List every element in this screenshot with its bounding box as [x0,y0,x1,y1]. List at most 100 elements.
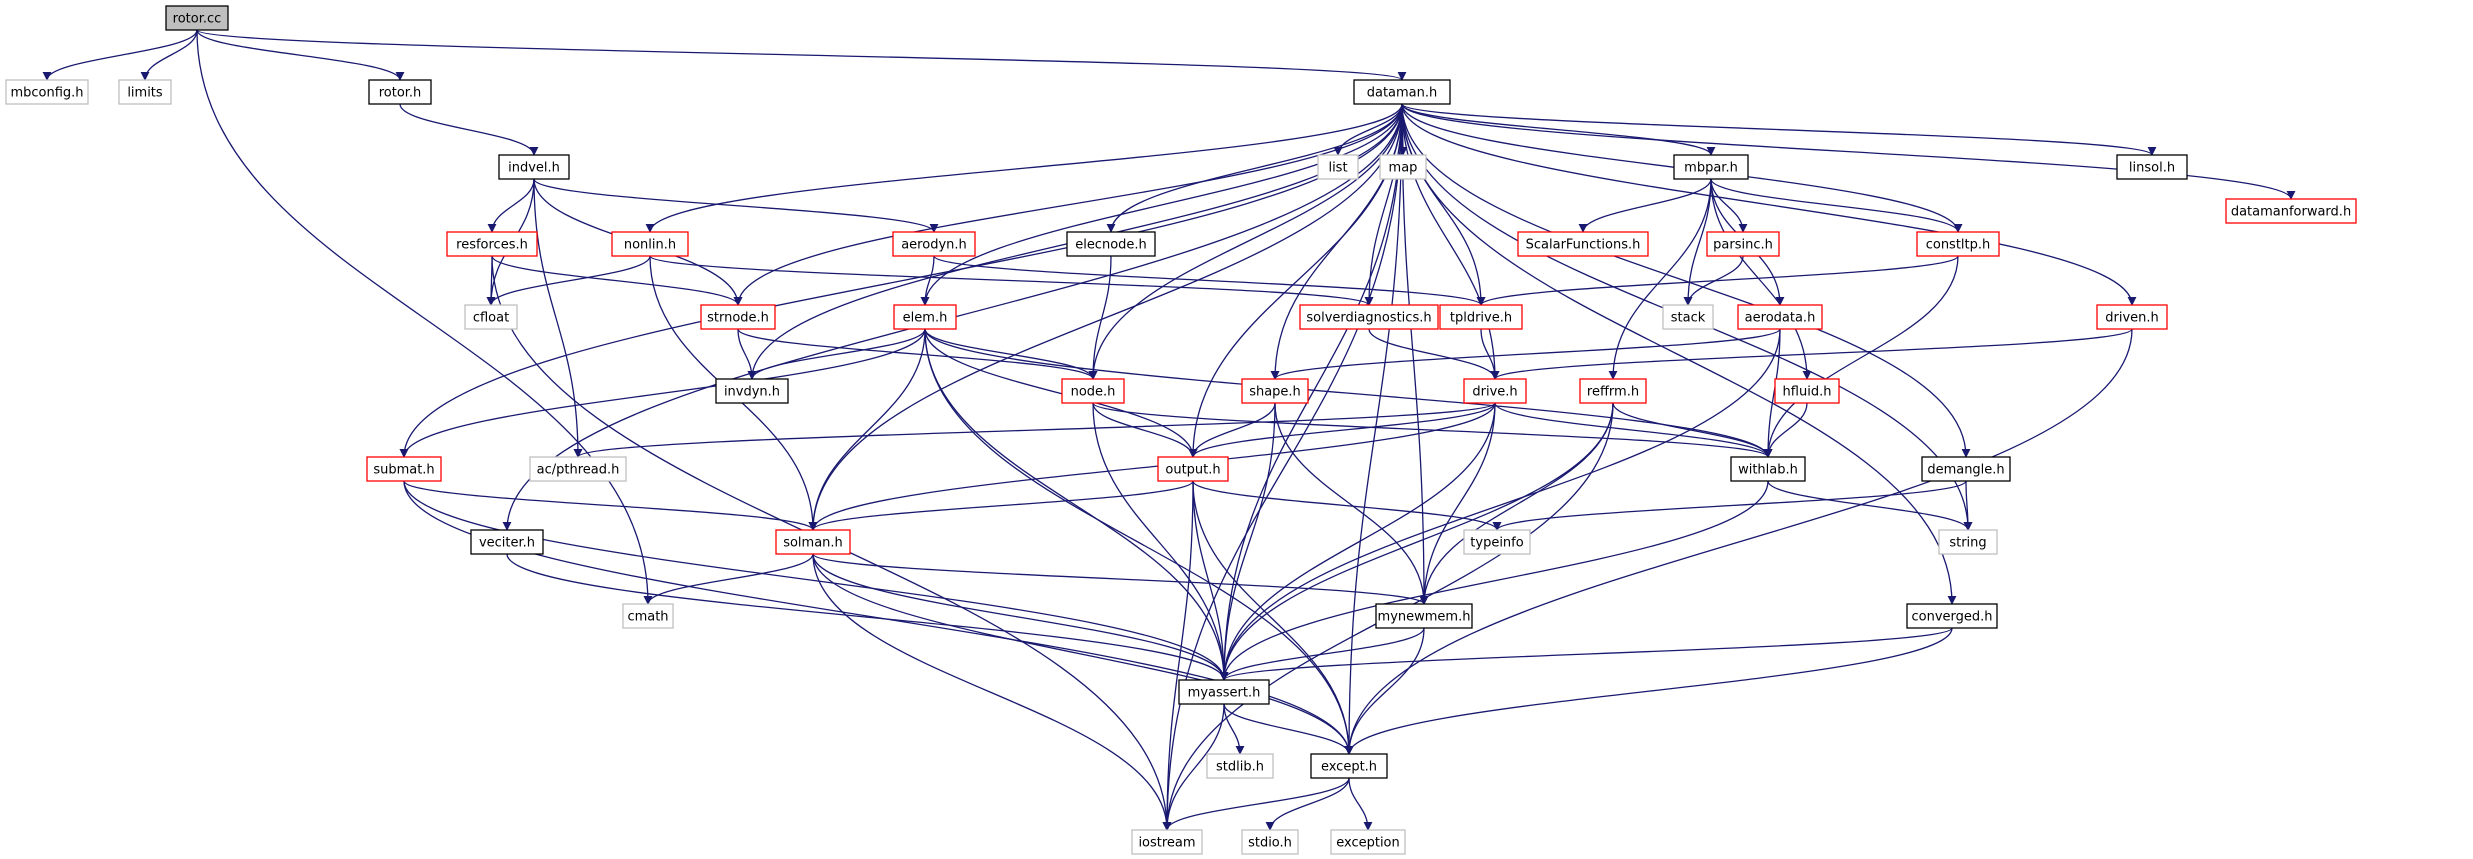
graph-node-mbpar-h[interactable]: mbpar.h [1673,154,1749,180]
edge-path [1401,103,1971,458]
graph-node-linsol-h[interactable]: linsol.h [2116,154,2188,180]
edge-path [924,328,1198,458]
graph-node-indvel-h[interactable]: indvel.h [498,154,570,180]
dependency-edge [403,480,1229,681]
edge-path [491,255,743,306]
dependency-edge [1223,703,1354,755]
dependency-edge [1401,103,2137,306]
node-box [368,79,432,105]
graph-node-scalarfunctions-h[interactable]: ScalarFunctions.h [1517,231,1649,257]
graph-node-strnode-h[interactable]: strnode.h [700,304,776,330]
graph-node-mynewmem-h[interactable]: mynewmem.h [1375,603,1473,629]
graph-node-driven-h[interactable]: driven.h [2096,304,2168,330]
graph-node-limits: limits [118,79,172,105]
graph-node-resforces-h[interactable]: resforces.h [446,231,538,257]
dependency-edge [812,553,1172,831]
graph-node-submat-h[interactable]: submat.h [366,456,442,482]
graph-node-nonlin-h[interactable]: nonlin.h [611,231,689,257]
graph-node-aerodata-h[interactable]: aerodata.h [1737,304,1823,330]
node-box [5,79,89,105]
edge-path [1368,328,1500,380]
node-label: mbconfig.h [10,86,83,101]
node-label: strnode.h [707,311,769,326]
edge-path [533,178,583,458]
graph-node-veciter-h[interactable]: veciter.h [470,529,544,555]
dependency-edge [1401,103,1716,156]
graph-node-dataman-h[interactable]: dataman.h [1353,79,1451,105]
edge-path [1274,402,1429,605]
graph-node-shape-h[interactable]: shape.h [1241,378,1309,404]
edge-path [812,553,1229,681]
node-label: resforces.h [456,238,528,253]
graph-node-rotor-h[interactable]: rotor.h [368,79,432,105]
graph-node-hfluid-h[interactable]: hfluid.h [1774,378,1840,404]
graph-node-drive-h[interactable]: drive.h [1463,378,1527,404]
graph-node-reffrm-h[interactable]: reffrm.h [1579,378,1647,404]
graph-node-except-h[interactable]: except.h [1310,753,1388,779]
node-label: ac/pthread.h [537,463,620,478]
dependency-edge [1219,480,1769,681]
edge-path [924,328,1098,380]
edge-path [747,328,926,380]
edge-path [196,29,405,81]
node-box [1774,378,1840,404]
dependency-edge [1344,627,1953,755]
edge-path [1092,402,1773,458]
edge-path [1344,627,1425,755]
edge-path [140,29,198,81]
node-box [2225,198,2357,224]
edge-path [1494,402,1773,458]
edge-path [1401,103,1716,156]
edge-path [737,328,1098,380]
dependency-edge [1219,402,1614,681]
edge-path [1270,328,1781,380]
graph-node-constltp-h[interactable]: constltp.h [1916,231,2000,257]
graph-node-rotor-cc[interactable]: rotor.cc [165,5,229,31]
graph-node-tpldrive-h[interactable]: tpldrive.h [1439,304,1523,330]
edge-path [196,29,653,605]
graph-node-demangle-h[interactable]: demangle.h [1921,456,2011,482]
dependency-edge [1419,402,1496,605]
edge-path [1763,255,1959,458]
node-label: linsol.h [2129,161,2175,176]
graph-node-converged-h[interactable]: converged.h [1906,603,1998,629]
graph-node-elem-h[interactable]: elem.h [893,304,957,330]
edge-path [1419,402,1496,605]
edge-path [1162,777,1350,831]
dependency-edge [1092,402,1229,681]
edge-path [1348,777,1373,831]
graph-node-aerodyn-h[interactable]: aerodyn.h [892,231,976,257]
node-layer: rotor.cc mbconfig.h limits rotor.h dataman.h… [5,5,2357,855]
node-label: solverdiagnostics.h [1306,311,1431,326]
graph-node-parsinc-h[interactable]: parsinc.h [1706,231,1780,257]
graph-node-solverdiagnostics-h[interactable]: solverdiagnostics.h [1299,304,1439,330]
graph-node-solman-h[interactable]: solman.h [775,529,851,555]
dependency-edge [196,29,653,605]
graph-node-datamanforward-h[interactable]: datamanforward.h [2225,198,2357,224]
dependency-edge [1494,402,1773,458]
graph-node-node-h[interactable]: node.h [1061,378,1125,404]
edge-path [506,553,1229,681]
dependency-edge [1219,402,1276,681]
dependency-edge [645,103,1403,233]
dependency-edge [643,553,814,605]
edge-path [573,402,1496,458]
graph-node-output-h[interactable]: output.h [1157,456,1229,482]
node-box [892,231,976,257]
graph-node-invdyn-h[interactable]: invdyn.h [715,378,789,404]
edge-path [649,255,1374,306]
node-label: cmath [627,610,668,625]
node-label: exception [1336,836,1400,851]
node-box [1379,154,1427,180]
edge-path [1219,402,1614,681]
node-box [470,529,544,555]
graph-node-myassert-h[interactable]: myassert.h [1178,679,1270,705]
graph-node-elecnode-h[interactable]: elecnode.h [1066,231,1156,257]
edge-path [924,328,1773,458]
graph-node-withlab-h[interactable]: withlab.h [1730,456,1806,482]
node-box [1061,378,1125,404]
dependency-edge [196,29,1407,81]
edge-path [808,328,926,531]
dependency-edge [1401,103,2296,200]
dependency-edge [1270,328,1781,380]
